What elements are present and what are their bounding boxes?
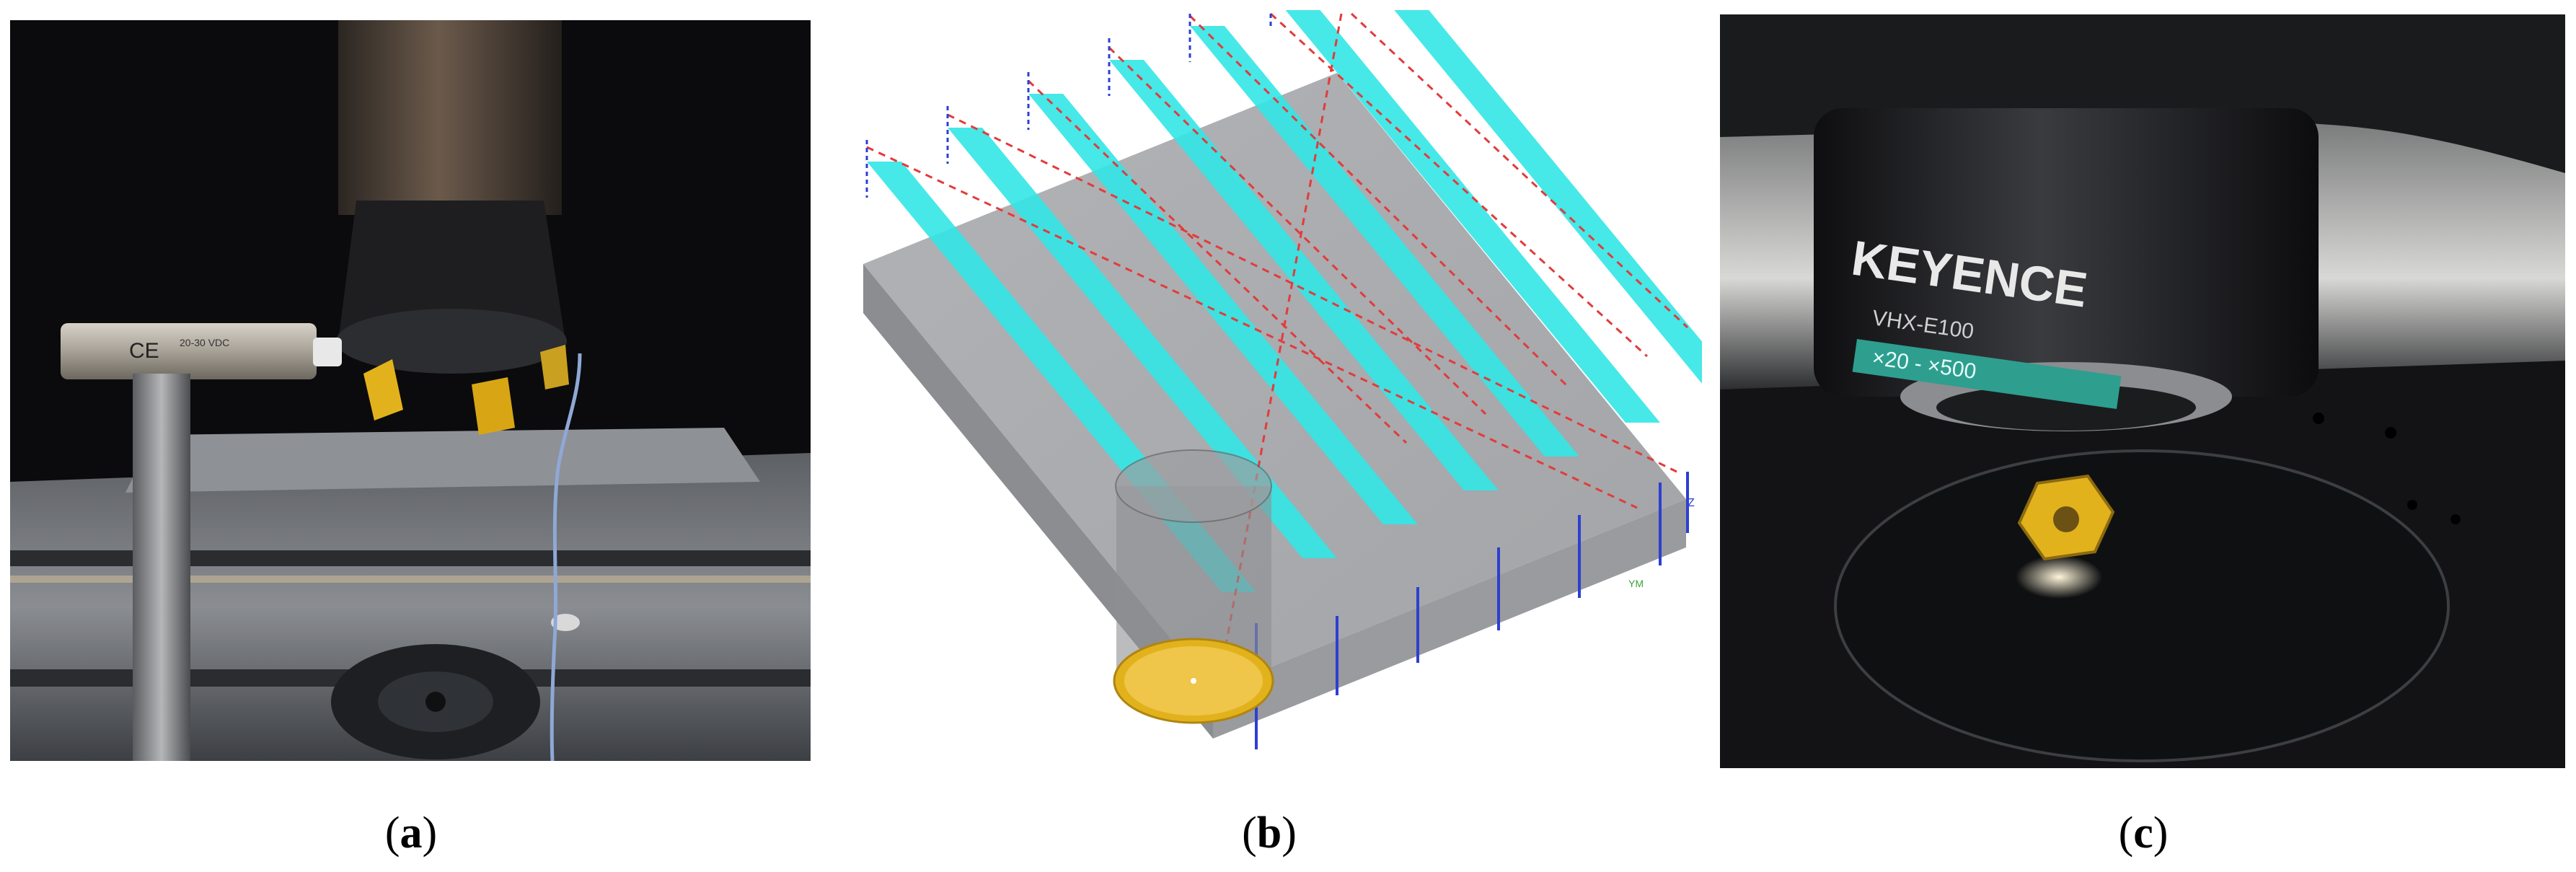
caption-a: (a) bbox=[384, 809, 438, 858]
sensor-ce-mark: CE bbox=[129, 339, 159, 363]
pass-start-markers bbox=[865, 14, 1272, 198]
cutting-insert bbox=[363, 359, 403, 420]
milling-cutter bbox=[1113, 449, 1274, 724]
accelerometer-sensor bbox=[61, 323, 317, 379]
axis-label-ym: YM bbox=[1628, 578, 1644, 589]
sensor-voltage-label: 20-30 VDC bbox=[180, 337, 229, 348]
objective-lens-body bbox=[1814, 108, 2319, 397]
caption-b: (b) bbox=[1242, 809, 1297, 858]
caption-c: (c) bbox=[2118, 809, 2169, 858]
panel-b-toolpath-diagram: Z YM bbox=[837, 10, 1702, 761]
toolpath-illustration: Z YM bbox=[863, 10, 1702, 749]
cutting-passes bbox=[867, 10, 1702, 592]
milling-setup-illustration: CE 20-30 VDC bbox=[10, 20, 811, 761]
panel-c-microscope-photo: KEYENCE VHX-E100 ×20 - ×500 bbox=[1720, 14, 2565, 768]
panel-a-milling-setup-photo: CE 20-30 VDC bbox=[10, 20, 811, 761]
workpiece-right-face bbox=[1213, 499, 1686, 739]
axis-label-z: Z bbox=[1688, 497, 1695, 509]
microscope-illustration: KEYENCE VHX-E100 ×20 - ×500 bbox=[1720, 14, 2565, 768]
sensor-cable bbox=[550, 353, 582, 761]
microscope-stage-plate bbox=[1834, 449, 2450, 762]
